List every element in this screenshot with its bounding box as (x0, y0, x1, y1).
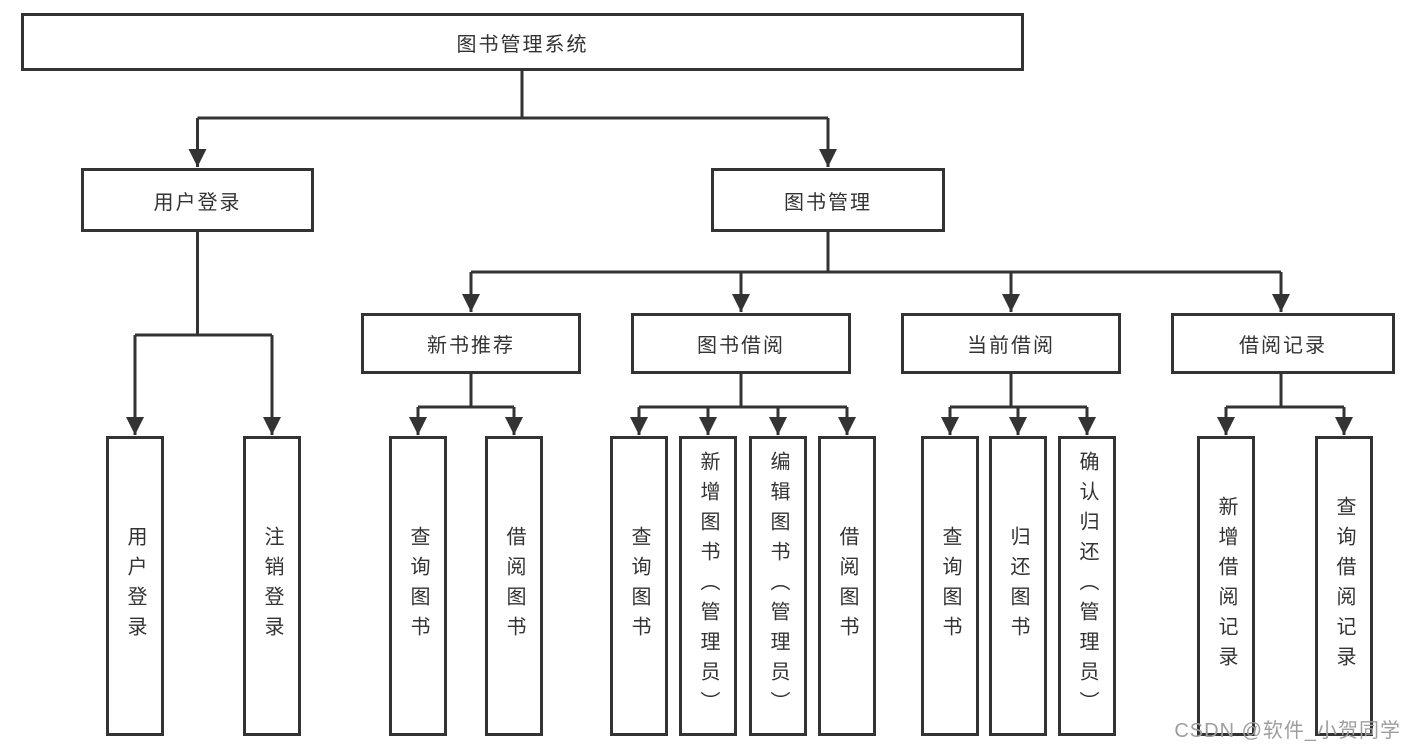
node-borrowing-records: 借阅记录 (1171, 313, 1395, 374)
node-leaf-query-books-2: 查询图书 (610, 436, 668, 736)
node-leaf-user-login: 用户登录 (106, 436, 164, 736)
node-book-borrowing: 图书借阅 (631, 313, 851, 374)
node-leaf-query-books-1: 查询图书 (389, 436, 447, 736)
node-new-book-recommendation: 新书推荐 (361, 313, 581, 374)
csdn-watermark: CSDN @软件_小贺同学 (1174, 720, 1401, 742)
node-leaf-return-books: 归还图书 (989, 436, 1047, 736)
node-leaf-edit-book-admin: 编辑图书（管理员） (749, 436, 807, 736)
node-user-login: 用户登录 (81, 168, 314, 232)
node-system-root: 图书管理系统 (21, 13, 1024, 71)
node-leaf-add-borrow-record: 新增借阅记录 (1197, 436, 1255, 736)
node-leaf-borrow-books-2: 借阅图书 (818, 436, 876, 736)
node-current-borrowing: 当前借阅 (901, 313, 1121, 374)
node-leaf-logout: 注销登录 (243, 436, 301, 736)
node-leaf-borrow-books-1: 借阅图书 (485, 436, 543, 736)
node-book-management: 图书管理 (711, 168, 945, 232)
node-leaf-query-borrow-record: 查询借阅记录 (1315, 436, 1373, 736)
node-leaf-query-books-3: 查询图书 (921, 436, 979, 736)
node-leaf-add-book-admin: 新增图书（管理员） (679, 436, 737, 736)
node-leaf-confirm-return-admin: 确认归还（管理员） (1058, 436, 1116, 736)
